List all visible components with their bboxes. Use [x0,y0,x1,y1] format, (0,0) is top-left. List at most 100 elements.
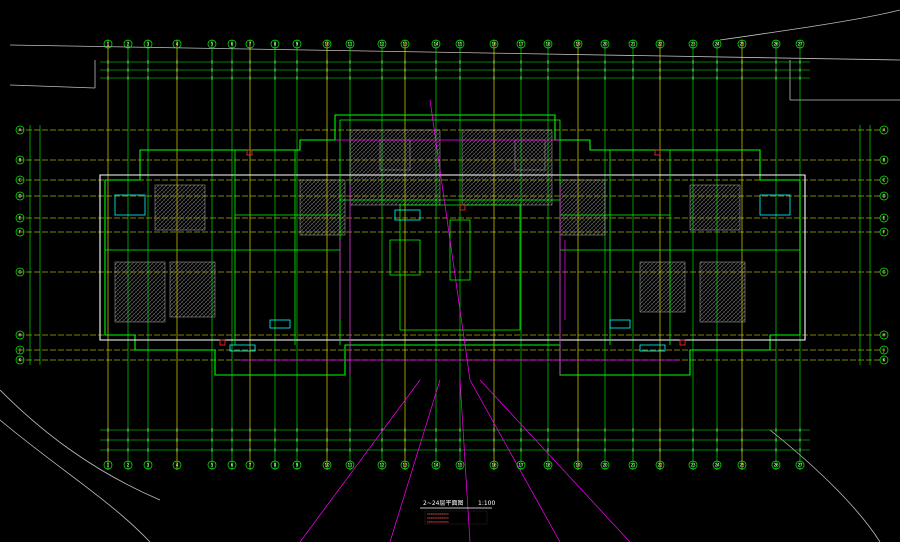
axis-bubble-top [455,39,465,49]
axis-bubble-bottom [400,460,410,470]
axis-bubble-left-label: B [19,157,22,162]
axis-bubble-right-label: E [883,215,886,220]
axis-bubble-bottom [207,460,217,470]
fixture [394,209,421,221]
axis-bubble-left [15,213,25,223]
axis-bubble-bottom [573,460,583,470]
axis-bubble-bottom-label: 17 [518,462,524,467]
axis-bubble-top-label: 23 [690,41,696,46]
axis-bubble-bottom-label: 16 [491,462,497,467]
axis-bubble-bottom-label: 13 [402,462,408,467]
axis-bubble-right [879,125,889,135]
hatched-room [169,261,216,318]
axis-bubble-top-label: 17 [518,41,524,46]
axis-bubble-bottom-label: 10 [324,462,330,467]
axis-bubble-bottom-label: 22 [657,462,663,467]
axis-bubble-top-label: 3 [147,41,150,46]
fixture [639,344,666,352]
fixture [609,319,631,329]
red-marker [654,149,661,156]
fixture [269,319,291,329]
axis-bubble-bottom [123,460,133,470]
axis-bubble-top-label: 6 [231,41,234,46]
axis-bubble-top-label: 18 [545,41,551,46]
axis-bubble-bottom-label: 20 [602,462,608,467]
axis-bubble-bottom-label: 15 [457,462,463,467]
axis-bubble-bottom [628,460,638,470]
axis-bubble-top [123,39,133,49]
axis-bubble-top [737,39,747,49]
hatched-room [689,184,741,231]
axis-bubble-bottom-label: 6 [231,462,234,467]
axis-bubble-top [655,39,665,49]
axis-bubble-bottom-label: 7 [249,462,252,467]
fixture [759,194,791,216]
axis-bubble-left [15,175,25,185]
axis-bubble-bottom-label: 9 [296,462,299,467]
wall-segment [104,114,801,376]
magenta-line [479,379,631,542]
drawing-title: 2~24层平面图 [423,500,463,507]
axis-bubble-left [15,155,25,165]
axis-bubble-top-label: 26 [773,41,779,46]
axis-bubble-top [322,39,332,49]
wall-segment [449,219,471,281]
magenta-line [389,379,441,542]
axis-bubble-right-label: H [882,332,885,337]
building-walls [99,114,806,376]
axis-bubble-top-label: 14 [433,41,439,46]
axis-bubble-bottom-label: 19 [575,462,581,467]
axis-bubble-bottom [737,460,747,470]
axis-bubble-left [15,345,25,355]
site-boundary [0,9,900,542]
axis-bubble-top-label: 15 [457,41,463,46]
axis-bubble-top [377,39,387,49]
axis-bubble-top [795,39,805,49]
axis-bubble-bottom-label: 5 [211,462,214,467]
axis-bubble-bottom [227,460,237,470]
axis-bubble-right [879,330,889,340]
axis-bubble-top [207,39,217,49]
legend-line-3: XXXXXXXXXXXX [427,520,449,524]
axis-bubble-bottom [712,460,722,470]
axis-bubble-left [15,330,25,340]
axis-bubble-top [573,39,583,49]
axis-bubble-bottom [489,460,499,470]
hatched-room [699,261,746,323]
axis-bubble-bottom-label: 18 [545,462,551,467]
axis-bubble-top-label: 8 [274,41,277,46]
axis-bubble-left-label: G [18,269,21,274]
axis-bubble-bottom-label: 4 [176,462,179,467]
red-marker [219,339,226,346]
axis-bubble-top [489,39,499,49]
axis-bubble-top-label: 19 [575,41,581,46]
axis-bubble-top [543,39,553,49]
axis-bubble-bottom [103,460,113,470]
axis-bubble-left-label: K [19,357,22,362]
axis-bubble-bottom [688,460,698,470]
axis-bubble-bottom-label: 21 [630,462,636,467]
dimension-chains [29,60,871,452]
axis-bubble-bottom [143,460,153,470]
axis-bubble-bottom [771,460,781,470]
axis-bubble-top-label: 1 [107,41,110,46]
axis-bubble-top-label: 21 [630,41,636,46]
axis-bubble-bottom [655,460,665,470]
axis-bubble-bottom-label: 24 [714,462,720,467]
hatched-room [114,261,166,323]
hatched-room [154,184,206,231]
axis-bubble-bottom [600,460,610,470]
axis-bubble-top-label: 5 [211,41,214,46]
axis-bubble-bottom-label: 27 [797,462,803,467]
axis-bubble-top-label: 7 [249,41,252,46]
axis-bubble-top [712,39,722,49]
red-marker [459,204,466,211]
axis-bubble-left-label: A [19,127,22,132]
axis-bubble-left-label: C [19,177,22,182]
axis-bubble-bottom-label: 12 [379,462,385,467]
axis-bubble-bottom [172,460,182,470]
axis-bubble-right [879,227,889,237]
axis-bubble-right-label: F [883,229,886,234]
